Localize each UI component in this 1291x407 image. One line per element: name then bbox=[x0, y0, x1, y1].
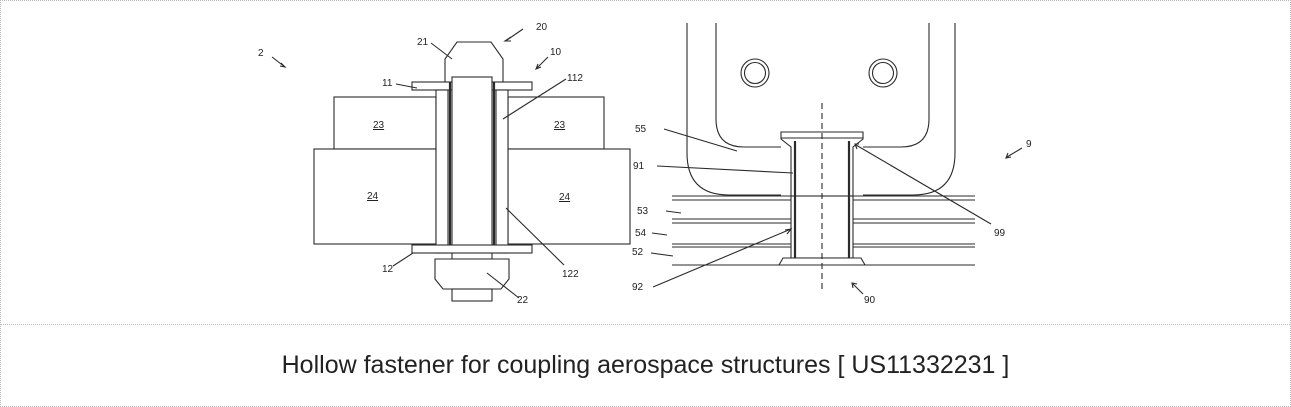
label-assembly-2: 2 bbox=[258, 48, 264, 59]
label-layer-53: 53 bbox=[637, 206, 649, 217]
patent-id[interactable]: [ US11332231 ] bbox=[837, 351, 1009, 380]
label-assembly-9: 9 bbox=[1026, 139, 1032, 150]
part-23-left bbox=[334, 97, 436, 149]
label-fastener-90: 90 bbox=[864, 295, 876, 306]
label-part-23-right: 23 bbox=[554, 120, 566, 131]
label-part-23-left: 23 bbox=[373, 120, 385, 131]
collar-left-wall bbox=[436, 90, 448, 253]
label-layer-52: 52 bbox=[632, 247, 644, 258]
label-collar-10: 10 bbox=[550, 47, 562, 58]
label-flange-11: 11 bbox=[382, 78, 393, 89]
label-layer-54: 54 bbox=[635, 228, 647, 239]
bracket-hole-left bbox=[741, 59, 769, 87]
bracket-hole-right bbox=[869, 59, 897, 87]
label-fastener-20: 20 bbox=[536, 22, 548, 33]
nut bbox=[435, 259, 509, 289]
patent-title[interactable]: Hollow fastener for coupling aerospace s… bbox=[282, 351, 831, 380]
label-flange-12: 12 bbox=[382, 264, 394, 275]
label-bracket-55: 55 bbox=[635, 124, 647, 135]
label-sleeve-92: 92 bbox=[632, 282, 644, 293]
label-head-21: 21 bbox=[417, 37, 429, 48]
bolt-shank bbox=[452, 77, 492, 259]
patent-drawing-svg: 2 20 21 10 11 112 23 23 24 24 12 122 22 bbox=[1, 1, 1290, 324]
label-bore-122: 122 bbox=[562, 269, 579, 280]
label-bore-112: 112 bbox=[567, 73, 583, 84]
label-nut-22: 22 bbox=[517, 295, 529, 306]
label-part-24-right: 24 bbox=[559, 192, 571, 203]
bottom-flange bbox=[412, 245, 532, 253]
label-part-24-left: 24 bbox=[367, 191, 379, 202]
patent-caption[interactable]: Hollow fastener for coupling aerospace s… bbox=[1, 325, 1290, 406]
collar-right-wall bbox=[496, 90, 508, 253]
nut-tail bbox=[452, 289, 492, 301]
patent-drawing: 2 20 21 10 11 112 23 23 24 24 12 122 22 bbox=[1, 1, 1290, 324]
left-figure: 2 20 21 10 11 112 23 23 24 24 12 122 22 bbox=[258, 22, 630, 306]
bracket-outline-left bbox=[687, 23, 781, 195]
label-sleeve-91: 91 bbox=[633, 161, 645, 172]
label-lip-99: 99 bbox=[994, 228, 1006, 239]
right-figure: 9 55 91 53 54 52 92 99 90 bbox=[632, 23, 1032, 306]
bracket-outline-right bbox=[863, 23, 955, 195]
